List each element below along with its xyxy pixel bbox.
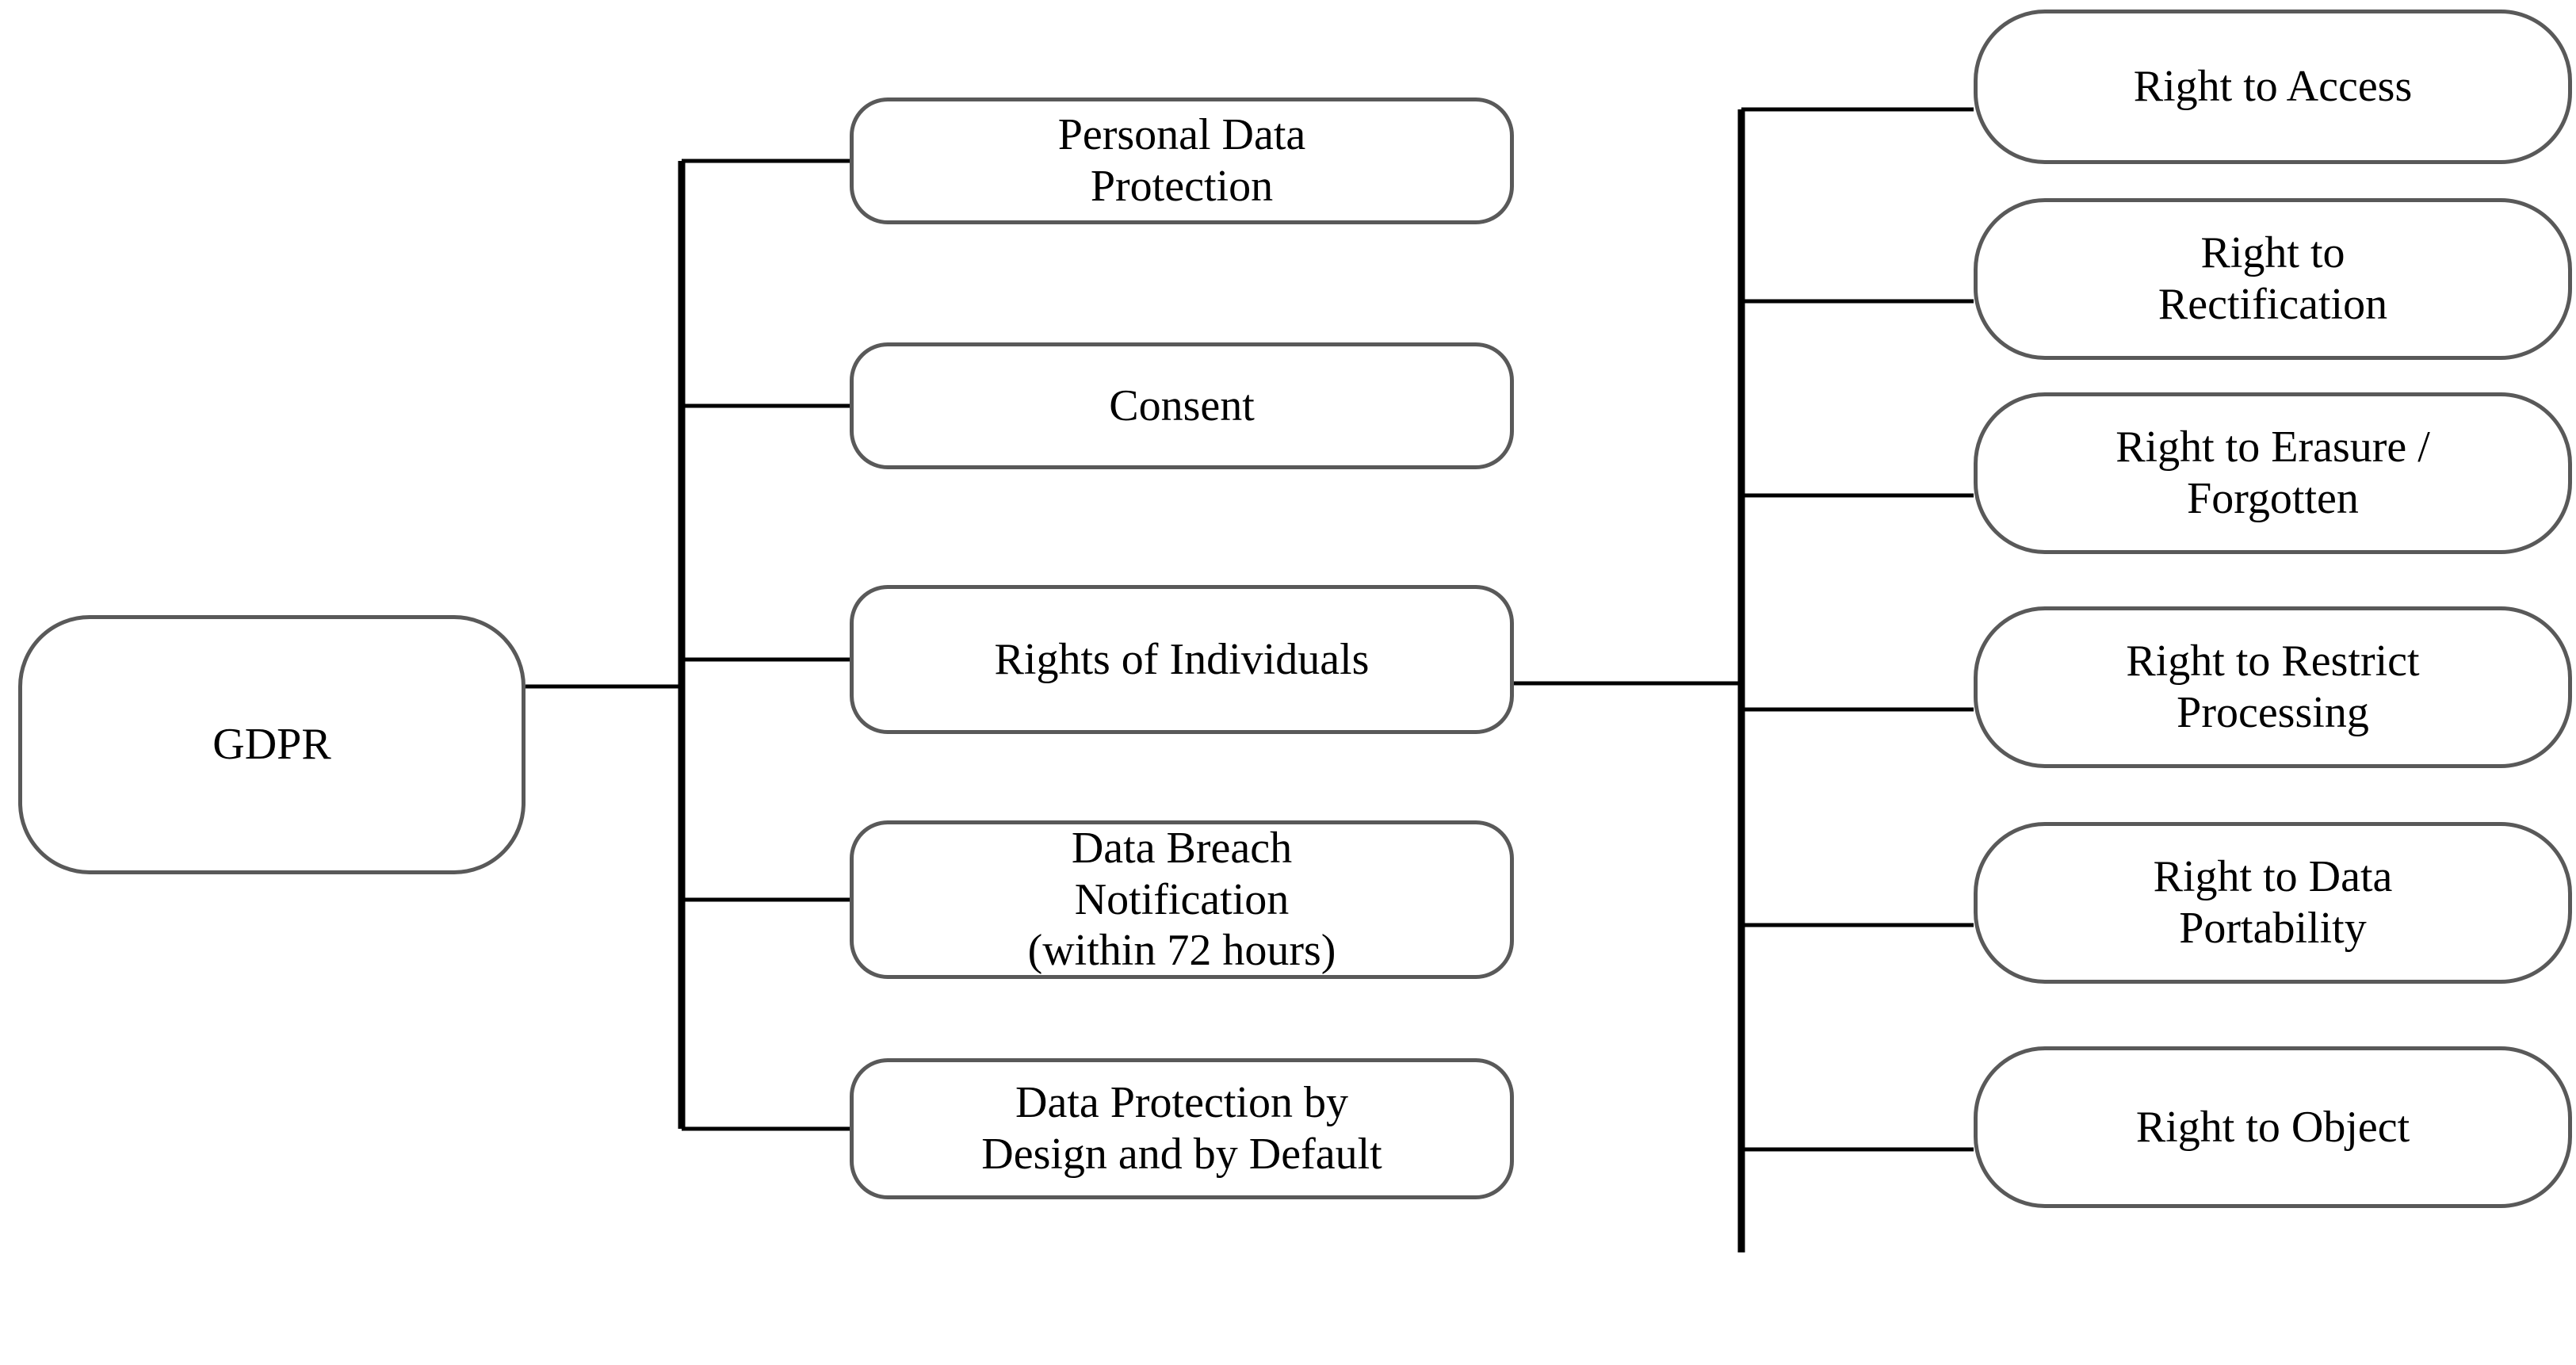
node-label: Right to Rectification bbox=[2157, 228, 2388, 329]
node-label: Right to Restrict Processing bbox=[2126, 637, 2420, 737]
node-label: Consent bbox=[1109, 380, 1255, 430]
node-right-to-erasure[interactable]: Right to Erasure / Forgotten bbox=[1974, 392, 2572, 554]
node-label: Right to Object bbox=[2135, 1102, 2410, 1152]
node-label: GDPR bbox=[212, 720, 331, 770]
node-data-breach-notification[interactable]: Data Breach Notification (within 72 hour… bbox=[850, 820, 1514, 979]
node-label: Right to Data Portability bbox=[2153, 852, 2393, 953]
node-rights-of-individuals[interactable]: Rights of Individuals bbox=[850, 585, 1514, 734]
node-label: Right to Access bbox=[2133, 62, 2413, 112]
node-right-to-access[interactable]: Right to Access bbox=[1974, 10, 2572, 164]
node-right-to-object[interactable]: Right to Object bbox=[1974, 1046, 2572, 1208]
node-data-protection-by-design[interactable]: Data Protection by Design and by Default bbox=[850, 1058, 1514, 1199]
node-personal-data-protection[interactable]: Personal Data Protection bbox=[850, 98, 1514, 224]
node-consent[interactable]: Consent bbox=[850, 342, 1514, 469]
node-label: Data Breach Notification (within 72 hour… bbox=[1027, 823, 1336, 976]
node-gdpr[interactable]: GDPR bbox=[18, 615, 526, 874]
node-label: Personal Data Protection bbox=[1057, 110, 1306, 211]
node-right-to-data-portability[interactable]: Right to Data Portability bbox=[1974, 822, 2572, 984]
node-right-to-restrict-processing[interactable]: Right to Restrict Processing bbox=[1974, 606, 2572, 768]
node-label: Data Protection by Design and by Default bbox=[981, 1078, 1382, 1179]
node-label: Right to Erasure / Forgotten bbox=[2115, 422, 2430, 523]
node-label: Rights of Individuals bbox=[994, 634, 1370, 684]
node-right-to-rectification[interactable]: Right to Rectification bbox=[1974, 198, 2572, 360]
